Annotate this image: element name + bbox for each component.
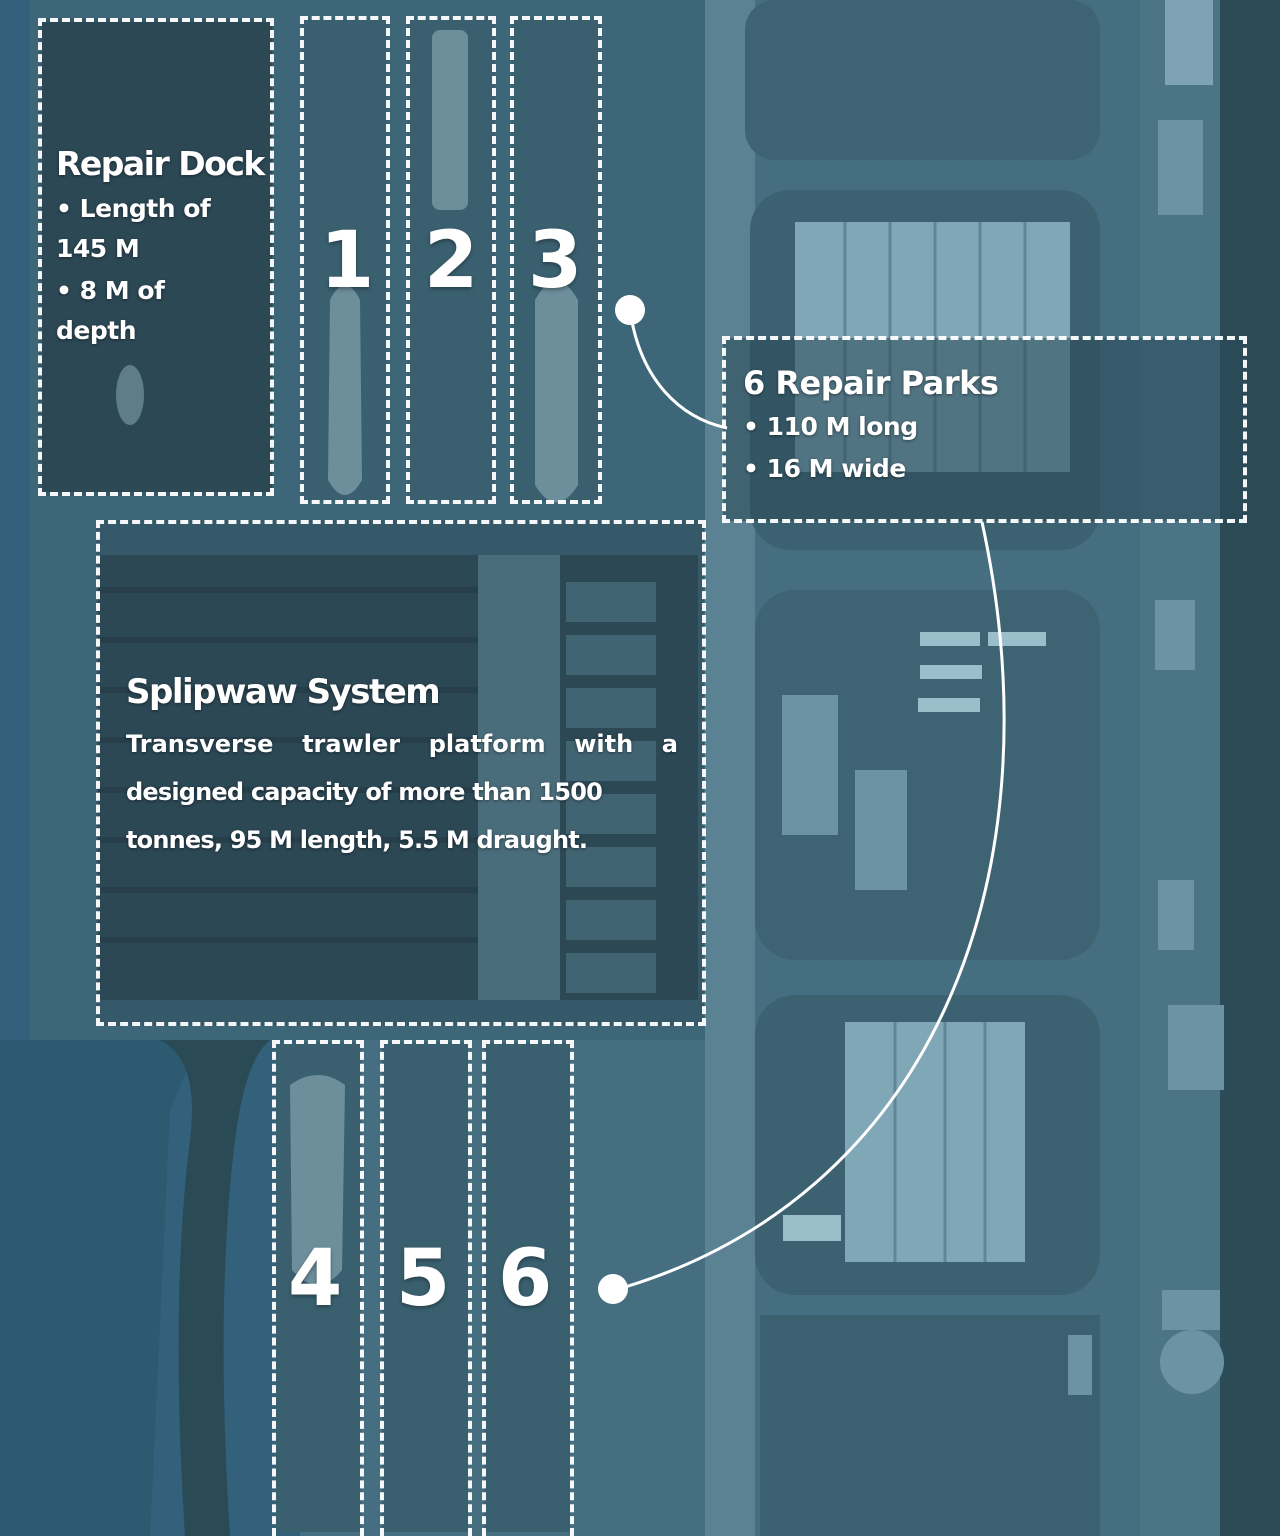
slipway-line-3: tonnes, 95 M length, 5.5 M draught.	[126, 826, 588, 854]
berth-5-outline	[380, 1040, 472, 1536]
repair-dock-line-1: • Length of	[56, 194, 211, 223]
berth-3-number: 3	[528, 216, 583, 306]
slipway-outline	[96, 520, 706, 1026]
repair-parks-line-1: • 110 M long	[743, 412, 918, 441]
berth-4-outline	[272, 1040, 364, 1536]
repair-parks-line-2: • 16 M wide	[743, 454, 906, 483]
repair-dock-panel	[38, 18, 274, 496]
slipway-line-1: Transverse trawler platform with a	[126, 730, 678, 758]
repair-dock-line-2: 145 M	[56, 234, 140, 263]
berth-6-number: 6	[498, 1234, 553, 1324]
berth-6-outline	[482, 1040, 574, 1536]
berth-4-number: 4	[288, 1234, 343, 1324]
slipway-line-2: designed capacity of more than 1500	[126, 778, 603, 806]
repair-parks-title: 6 Repair Parks	[743, 364, 999, 402]
berth-1-number: 1	[320, 216, 375, 306]
repair-dock-title: Repair Dock	[56, 144, 265, 183]
berth-1-outline	[300, 16, 390, 504]
repair-dock-line-3: • 8 M of	[56, 276, 165, 305]
slipway-title: Splipwaw System	[126, 672, 441, 712]
repair-parks-outline	[722, 336, 1247, 523]
repair-parks-connector-dot	[615, 295, 645, 325]
repair-dock-outline	[38, 18, 274, 496]
slipway-panel	[96, 520, 704, 1026]
berth-2-outline	[406, 16, 496, 504]
berth-5-number: 5	[396, 1234, 451, 1324]
bottom-berths-connector-dot	[598, 1274, 628, 1304]
berth-3-outline	[510, 16, 602, 504]
berth-2-number: 2	[424, 216, 479, 306]
repair-dock-line-4: depth	[56, 316, 137, 345]
